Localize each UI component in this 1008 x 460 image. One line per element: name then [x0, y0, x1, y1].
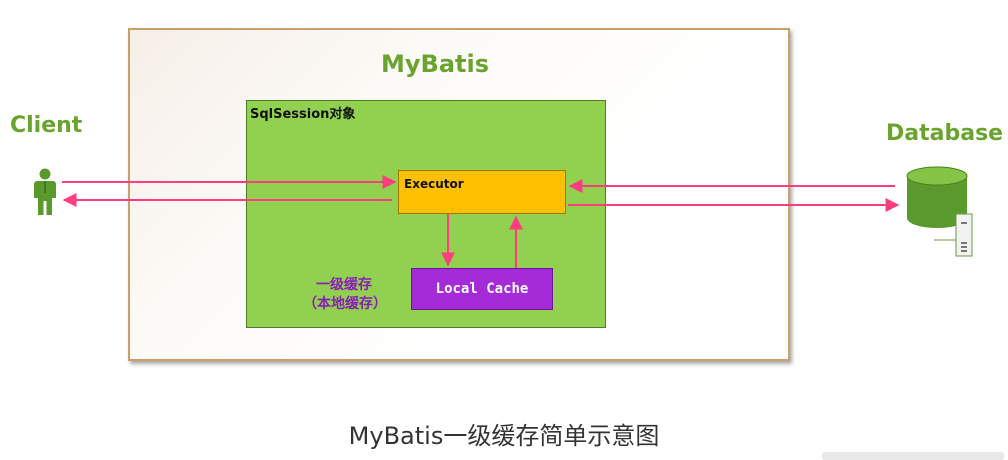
executor-box [398, 170, 566, 214]
database-label: Database [886, 121, 1004, 146]
diagram-caption: MyBatis一级缓存简单示意图 [348, 422, 660, 450]
person-icon [34, 168, 56, 215]
client-label: Client [10, 113, 83, 138]
mybatis-title: MyBatis [381, 50, 489, 78]
server-tower-icon [934, 213, 973, 257]
cache-note-local: （本地缓存） [303, 296, 387, 312]
faded-watermark [822, 452, 1004, 460]
local-cache-label: Local Cache [435, 281, 529, 297]
database-cylinder-icon [906, 166, 968, 228]
sqlsession-label: SqlSession对象 [250, 107, 356, 122]
executor-label: Executor [404, 177, 464, 191]
local-cache-box: Local Cache [411, 268, 553, 310]
cache-note-level1: 一级缓存 [316, 277, 372, 293]
